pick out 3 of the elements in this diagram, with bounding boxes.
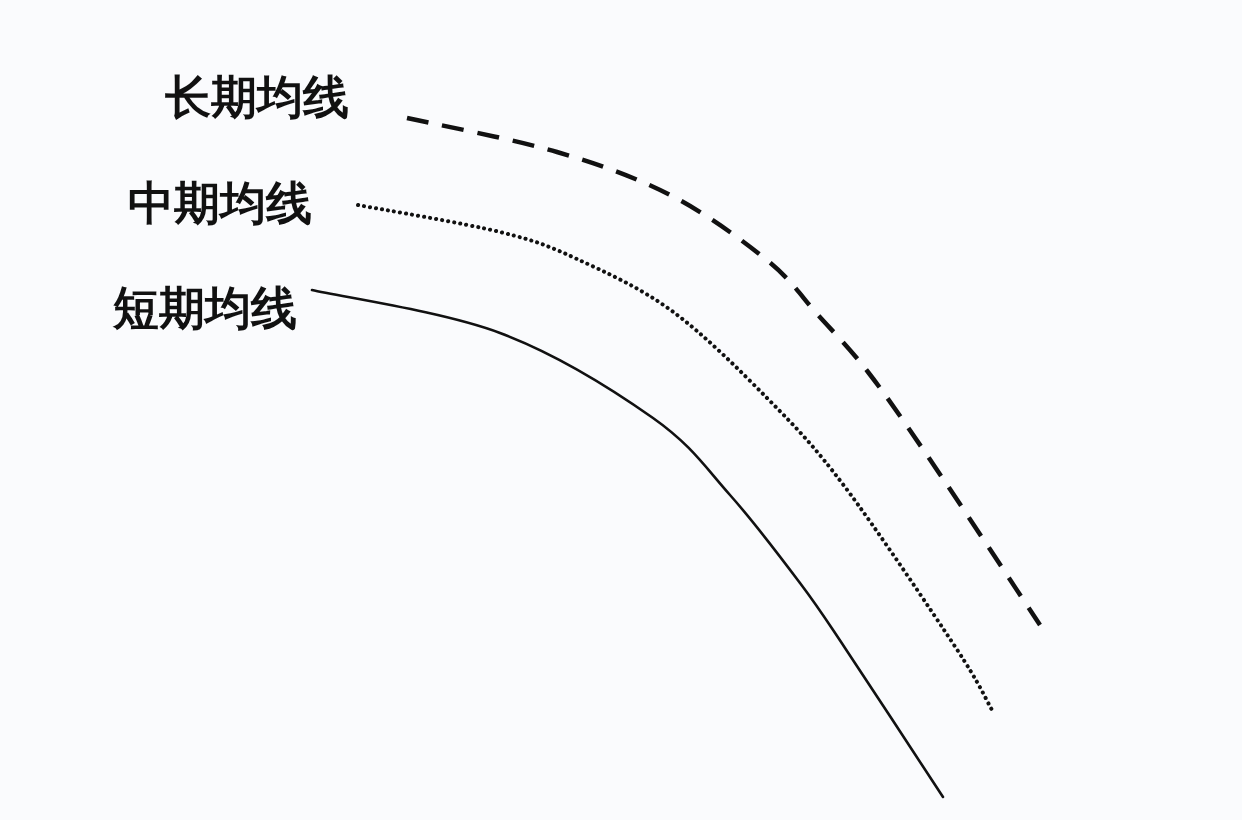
curve-label: 长期均线: [165, 74, 349, 120]
curve-label: 中期均线: [128, 180, 312, 226]
curve-label: 短期均线: [113, 285, 297, 331]
